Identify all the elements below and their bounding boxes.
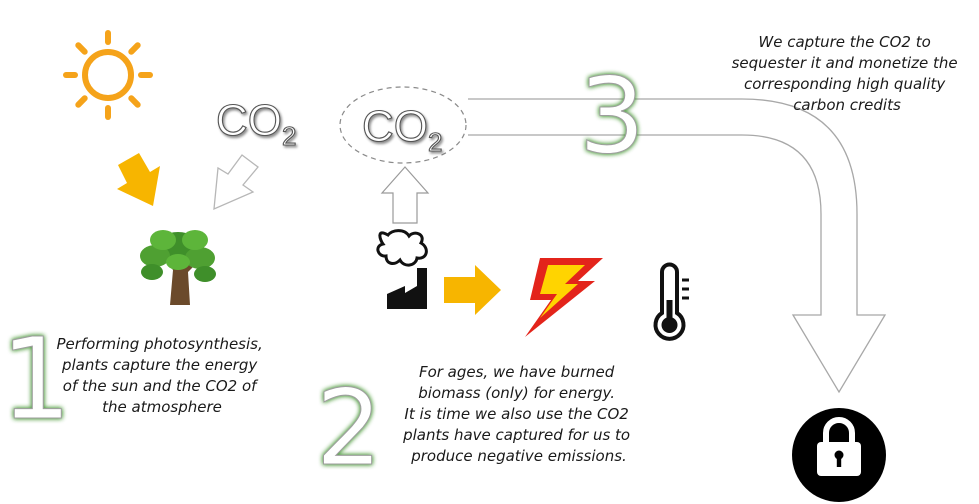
sun-to-tree-arrow bbox=[117, 153, 160, 206]
factory-to-energy-arrow bbox=[444, 265, 501, 315]
step-2-text: For ages, we have burned biomass (only) … bbox=[402, 363, 635, 465]
co2-left-label: CO2 bbox=[216, 96, 296, 151]
capture-arrow bbox=[468, 98, 887, 394]
co2-to-tree-arrow bbox=[213, 154, 259, 211]
sun-icon bbox=[63, 30, 153, 120]
co2-center-label: CO2 bbox=[362, 102, 442, 157]
tree-icon bbox=[140, 230, 216, 305]
co2-cloud bbox=[339, 86, 467, 164]
step-2-number: 2 bbox=[316, 367, 382, 489]
step-1-number: 1 bbox=[0, 315, 71, 445]
lightning-icon bbox=[525, 258, 603, 337]
thermometer-icon bbox=[653, 262, 689, 341]
step-3-text: We capture the CO2 to sequester it and m… bbox=[732, 33, 963, 114]
factory-icon bbox=[376, 229, 428, 309]
lock-icon bbox=[792, 408, 886, 502]
step-3-number: 3 bbox=[579, 55, 645, 177]
step-1-text: Performing photosynthesis, plants captur… bbox=[56, 335, 267, 416]
factory-to-co2-arrow bbox=[380, 166, 430, 224]
